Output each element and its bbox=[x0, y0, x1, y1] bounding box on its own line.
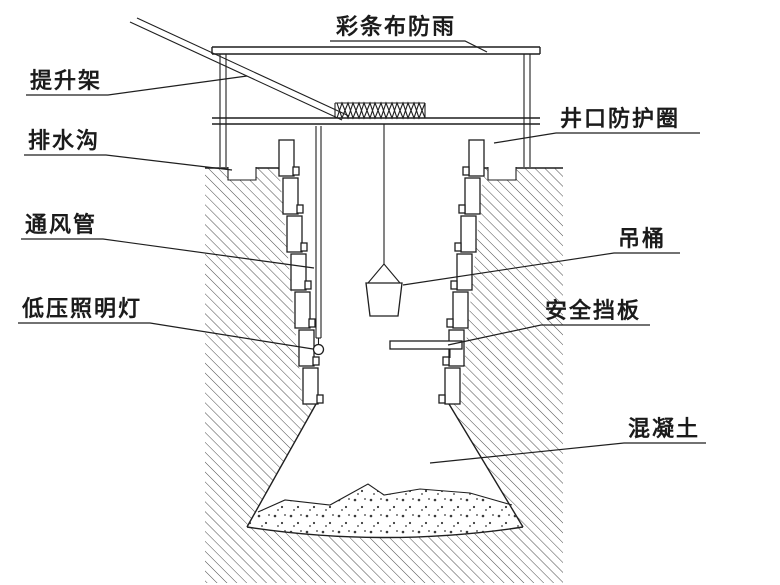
post-left bbox=[219, 54, 227, 167]
safety-baffle-bar bbox=[389, 340, 463, 358]
vent-pipe bbox=[315, 126, 322, 339]
label-drainage-ditch: 排水沟 bbox=[28, 128, 100, 153]
label-rain-cover: 彩条布防雨 bbox=[335, 14, 456, 39]
leader-low-voltage-lamp bbox=[18, 322, 314, 350]
pulley-coil bbox=[334, 101, 426, 120]
roof-beam bbox=[211, 46, 541, 55]
ground-hatch-bottom bbox=[205, 527, 563, 583]
leader-hoisting-bucket bbox=[402, 252, 680, 286]
leader-rain-cover bbox=[330, 40, 488, 53]
label-lifting-frame: 提升架 bbox=[30, 68, 102, 93]
lifting-frame-strut bbox=[129, 17, 350, 121]
label-safety-baffle: 安全挡板 bbox=[545, 298, 641, 323]
ground-hatch-left bbox=[205, 168, 316, 545]
label-concrete: 混凝土 bbox=[628, 416, 700, 441]
label-wellhead-guard-ring: 井口防护圈 bbox=[560, 106, 680, 131]
shaft-wall-left bbox=[278, 139, 324, 405]
post-right bbox=[523, 54, 531, 167]
label-ventilation-pipe: 通风管 bbox=[25, 212, 97, 237]
label-hoisting-bucket: 吊桶 bbox=[618, 226, 666, 251]
leader-lines bbox=[18, 40, 706, 464]
leader-drainage-ditch bbox=[24, 154, 233, 171]
lamp bbox=[312, 338, 325, 356]
labels: 彩条布防雨 提升架 排水沟 通风管 低压照明灯 井口防护圈 吊桶 安全挡板 混凝… bbox=[21, 14, 700, 441]
ground-hatch bbox=[205, 168, 563, 583]
drain-channel-right bbox=[487, 167, 517, 181]
drain-channel-left bbox=[227, 167, 257, 181]
shaft-wall-right bbox=[438, 139, 485, 405]
leader-safety-baffle bbox=[447, 324, 650, 346]
leader-concrete bbox=[429, 442, 706, 464]
bucket bbox=[365, 263, 403, 317]
label-low-voltage-lamp: 低压照明灯 bbox=[21, 296, 142, 321]
leader-lifting-frame bbox=[26, 75, 248, 96]
leader-wellhead-guard-ring bbox=[493, 132, 700, 144]
concrete-fill bbox=[247, 483, 523, 538]
platform-beam bbox=[212, 117, 540, 125]
leader-ventilation-pipe bbox=[21, 238, 315, 269]
